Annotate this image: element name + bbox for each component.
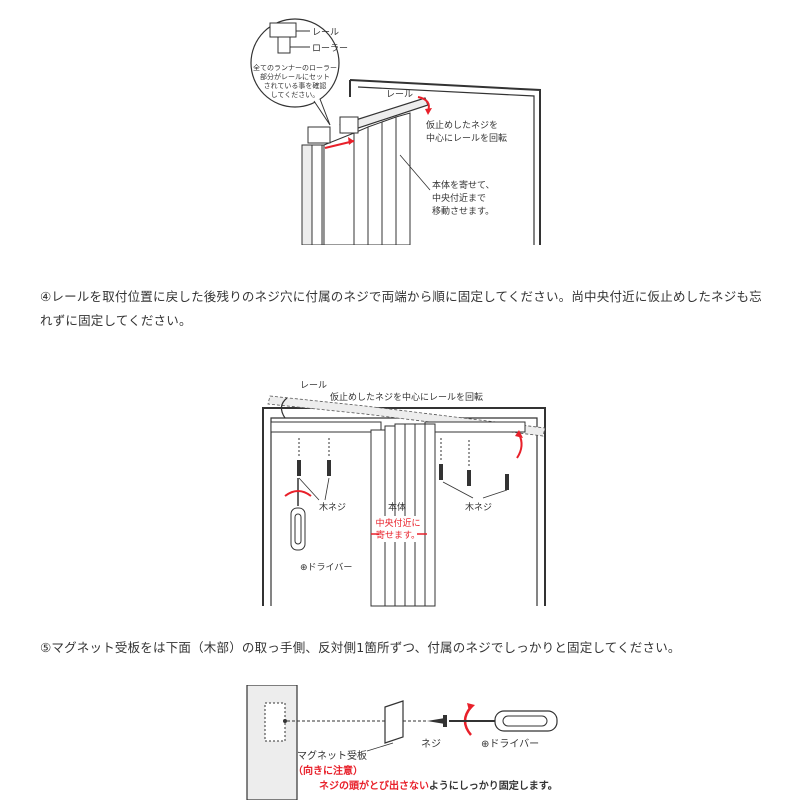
body-label: 本体 bbox=[388, 501, 406, 513]
svg-text:寄せます。: 寄せます。 bbox=[376, 529, 420, 541]
right-rotate-arrow bbox=[516, 433, 523, 459]
rail-label: レール bbox=[300, 381, 327, 391]
screw-label: ネジ bbox=[421, 738, 441, 750]
svg-text:してください。: してください。 bbox=[271, 91, 320, 99]
detail-bubble bbox=[250, 18, 340, 108]
bubble-rail-label: レール bbox=[312, 28, 339, 38]
svg-text:されている事を確認: されている事を確認 bbox=[264, 81, 327, 90]
left-rotate-arrow bbox=[280, 397, 288, 419]
warning-text: ネジの頭がとび出さないようにしっかり固定します。 bbox=[319, 779, 558, 792]
wood-screw-left-label: 木ネジ bbox=[319, 501, 346, 513]
folded-panels bbox=[301, 112, 411, 245]
magnet-plate bbox=[384, 700, 404, 744]
wood-screws-left bbox=[297, 438, 331, 476]
svg-text:部分がレールにセット: 部分がレールにセット bbox=[260, 72, 330, 81]
figure-magnet-plate: マグネット受板 （向きに注意） ネジ ⊕ドライバー ネジの頭がとび出さないように… bbox=[246, 685, 558, 800]
svg-text:中心にレールを回転: 中心にレールを回転 bbox=[426, 132, 507, 144]
rail-left bbox=[270, 421, 382, 433]
rail-right bbox=[424, 421, 526, 433]
driver-label: ⊕ドライバー bbox=[300, 562, 352, 573]
svg-text:中央付近に: 中央付近に bbox=[375, 517, 420, 529]
folded-body bbox=[370, 423, 436, 607]
bubble-tail bbox=[313, 98, 331, 126]
bubble-rail-icon bbox=[269, 22, 297, 38]
wall bbox=[246, 685, 298, 800]
svg-text:移動させます。: 移動させます。 bbox=[432, 205, 494, 217]
rotate-note: 仮止めしたネジを中心にレールを回転 bbox=[330, 391, 483, 403]
svg-text:本体を寄せて、: 本体を寄せて、 bbox=[432, 179, 495, 191]
wood-screw-right-label: 木ネジ bbox=[465, 501, 492, 513]
step-4-text: ④レールを取付位置に戻した後残りのネジ穴に付属のネジで両端から順に固定してくださ… bbox=[40, 289, 762, 328]
svg-text:仮止めしたネジを: 仮止めしたネジを bbox=[426, 119, 498, 131]
roller-runner bbox=[307, 116, 359, 144]
bubble-roller-icon bbox=[277, 36, 291, 54]
driver-label: ⊕ドライバー bbox=[481, 738, 539, 750]
rotate-arrow-head bbox=[425, 108, 432, 115]
door-frame bbox=[262, 407, 546, 606]
screw bbox=[427, 715, 447, 727]
mount-location bbox=[264, 702, 286, 742]
screwdriver bbox=[284, 478, 312, 551]
step-5-text: ⑤マグネット受板をは下面（木部）の取っ手側、反対側1箇所ずつ、付属のネジでしっか… bbox=[40, 640, 681, 655]
rail-label: レール bbox=[386, 90, 413, 100]
screwdriver bbox=[449, 710, 558, 732]
plate-label: マグネット受板 bbox=[297, 749, 367, 762]
move-note-leader bbox=[399, 154, 431, 191]
svg-text:中央付近まで: 中央付近まで bbox=[432, 192, 486, 204]
orientation-note: （向きに注意） bbox=[293, 764, 363, 777]
figure-rail-rotation: レール ローラー 全てのランナーのローラー 部分がレールにセット されている事を… bbox=[250, 18, 541, 245]
door-frame bbox=[349, 79, 541, 245]
svg-text:全てのランナーのローラー: 全てのランナーのローラー bbox=[253, 63, 337, 72]
wood-screws-right bbox=[439, 438, 509, 490]
move-arrow-head bbox=[348, 137, 354, 145]
bubble-roller-label: ローラー bbox=[312, 43, 348, 54]
figure-rail-fix: 木ネジ 木ネジ ⊕ドライバー 本体 中央付近に 寄せます。 レール 仮止めしたネ… bbox=[262, 381, 546, 607]
door-frame-inner bbox=[357, 86, 535, 245]
